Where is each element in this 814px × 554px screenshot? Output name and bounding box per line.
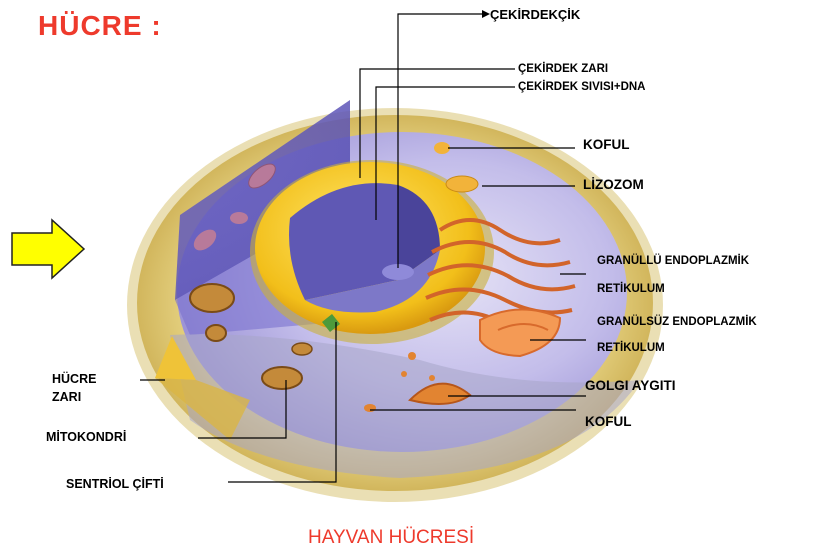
label-granullu-er-2: RETİKULUM bbox=[597, 282, 665, 297]
leader-arrowhead bbox=[482, 10, 490, 18]
vesicle bbox=[401, 371, 407, 377]
label-cekirdek-zari: ÇEKİRDEK ZARI bbox=[518, 62, 608, 77]
right-arrow-icon bbox=[12, 220, 84, 278]
label-granulsuz-er-2: RETİKULUM bbox=[597, 341, 665, 356]
label-koful-bottom: KOFUL bbox=[585, 414, 632, 429]
label-hucre-zari-1: HÜCRE bbox=[52, 372, 96, 387]
lysosome bbox=[446, 176, 478, 192]
label-granulsuz-er-1: GRANÜLSÜZ ENDOPLAZMİK bbox=[597, 315, 757, 330]
label-cekirdek-sivisi: ÇEKİRDEK SIVISI+DNA bbox=[518, 80, 645, 95]
label-cekirdekcik: ÇEKİRDEKÇİK bbox=[490, 7, 580, 22]
label-granullu-er-1: GRANÜLLÜ ENDOPLAZMİK bbox=[597, 254, 749, 269]
diagram-caption: HAYVAN HÜCRESİ bbox=[308, 527, 474, 549]
vesicle bbox=[429, 375, 435, 381]
vacuole-top bbox=[434, 142, 450, 154]
vesicle bbox=[408, 352, 416, 360]
label-golgi: GOLGI AYGITI bbox=[585, 378, 676, 393]
vacuole-bottom bbox=[364, 404, 376, 412]
label-hucre-zari-2: ZARI bbox=[52, 390, 81, 405]
label-lizozom: LİZOZOM bbox=[583, 177, 644, 192]
label-sentriol: SENTRİOL ÇİFTİ bbox=[66, 477, 164, 492]
label-koful-top: KOFUL bbox=[583, 137, 630, 152]
label-mitokondri: MİTOKONDRİ bbox=[46, 430, 126, 445]
